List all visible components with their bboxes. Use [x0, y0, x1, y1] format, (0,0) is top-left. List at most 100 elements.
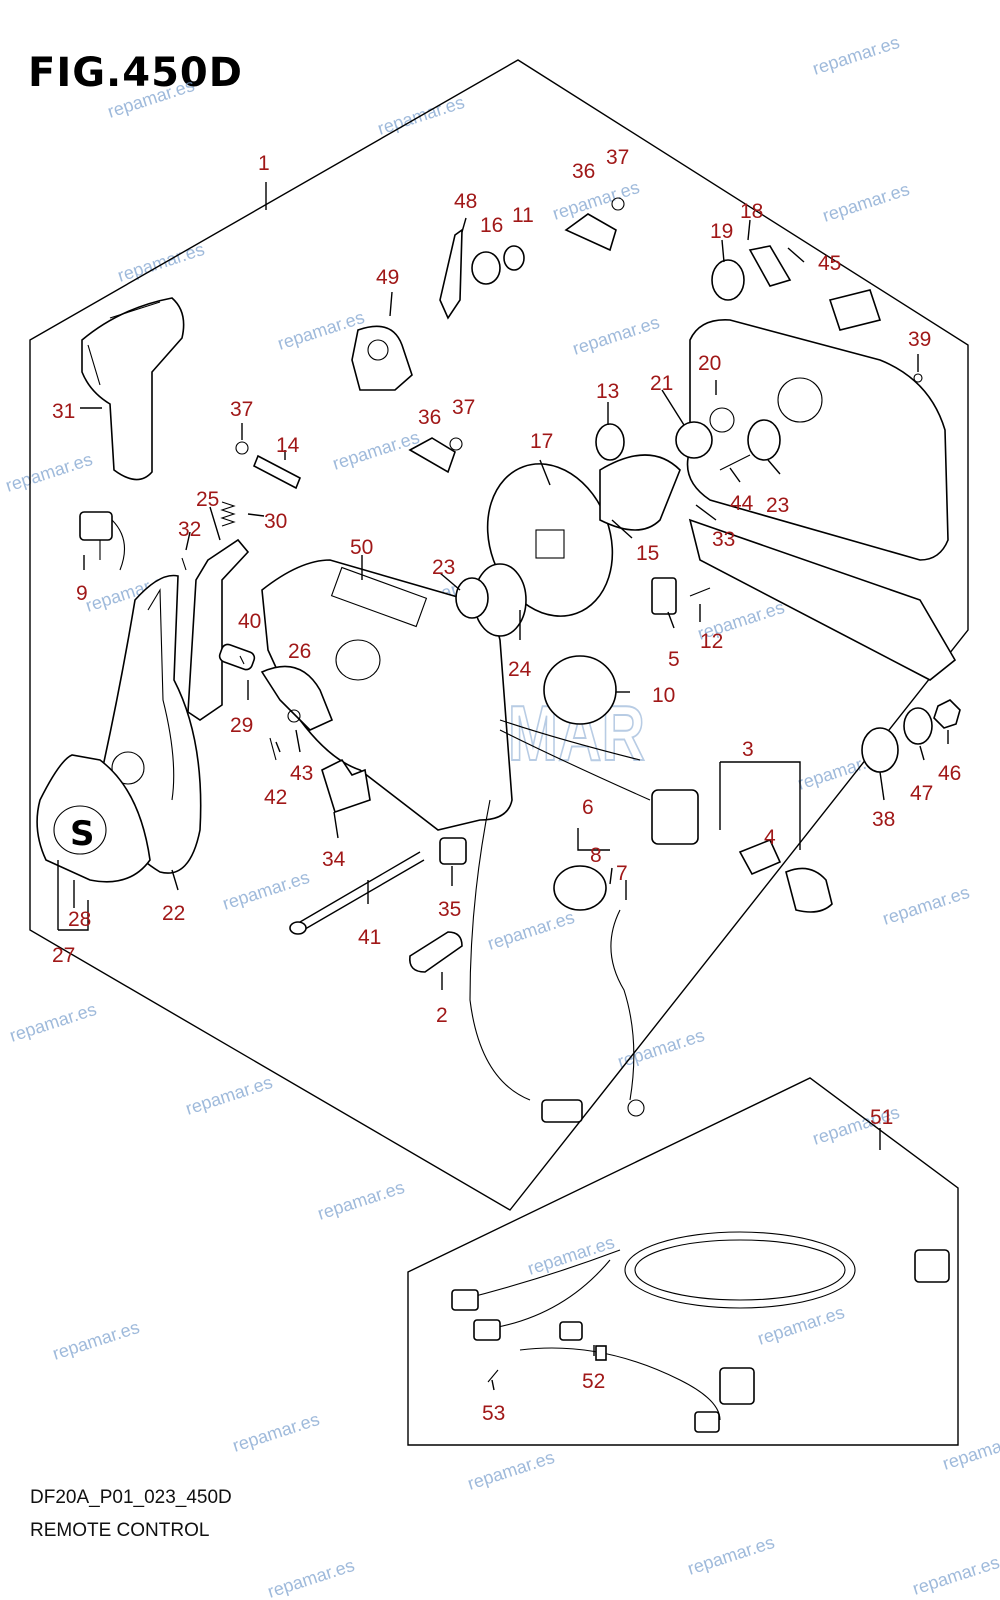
harness-screw [487, 1369, 499, 1383]
lanyard-clip [627, 1099, 645, 1117]
o-ring [709, 407, 735, 433]
callout-1: 1 [258, 152, 270, 175]
e-clip-lower [449, 437, 463, 451]
watermark: repamar.es [685, 1532, 777, 1579]
rubber-pad [408, 931, 463, 973]
harness-connector-e [694, 1411, 720, 1433]
watermark: repamar.es [330, 427, 422, 474]
screw-39 [913, 373, 923, 383]
callout-19: 19 [710, 220, 733, 243]
watermark: repamar.es [105, 75, 197, 122]
callout-37-upper: 37 [606, 146, 629, 169]
callouts: 1 2 3 4 5 6 7 8 9 10 11 12 13 14 15 16 1… [52, 146, 961, 1425]
callout-22: 22 [162, 902, 185, 925]
emblem-ring [53, 805, 107, 855]
remote-control-housing [261, 559, 513, 831]
callout-5: 5 [668, 648, 680, 671]
washer-right [747, 419, 781, 461]
callout-36-lower: 36 [418, 406, 441, 429]
callout-29: 29 [230, 714, 253, 737]
callout-28: 28 [68, 908, 91, 931]
lever-pivot [111, 751, 145, 785]
thrust-washer [455, 577, 489, 619]
callout-34: 34 [322, 848, 346, 871]
callout-3: 3 [742, 738, 754, 761]
harness-loop-inner [634, 1239, 846, 1301]
lever-block [828, 289, 882, 331]
watermark: repamar.es [183, 1072, 275, 1119]
switch-screw [689, 587, 711, 597]
callout-37-middle: 37 [452, 396, 475, 419]
watermark: repamar.es [810, 32, 902, 79]
adjust-screw [719, 454, 751, 471]
watermark: repamar.es [50, 1317, 142, 1364]
lever-bracket [187, 538, 250, 721]
callout-15: 15 [636, 542, 659, 565]
watermark: repamar.es [755, 1302, 847, 1349]
callout-23-right: 23 [766, 494, 789, 517]
long-screw [299, 851, 425, 933]
cable-end [564, 213, 617, 252]
callout-16: 16 [480, 214, 503, 237]
callout-40: 40 [238, 610, 261, 633]
callout-49: 49 [376, 266, 399, 289]
callout-36-upper: 36 [572, 160, 595, 183]
screw-head [289, 921, 307, 935]
callout-13: 13 [596, 380, 619, 403]
watermark: repamar.es [820, 179, 912, 226]
watermark: repamar.es [525, 1232, 617, 1279]
harness-connector-a [451, 1289, 479, 1311]
watermark: repamar.es [465, 1447, 557, 1494]
watermark: repamar.es [910, 1552, 1000, 1599]
watermark: repamar.es [275, 307, 367, 354]
throttle-cam [351, 325, 413, 391]
harness-connector-d [719, 1367, 755, 1405]
throttle-lever-pin [439, 228, 463, 320]
nut [933, 699, 961, 729]
callout-39: 39 [908, 328, 931, 351]
callout-31: 31 [52, 400, 75, 423]
callout-6: 6 [582, 796, 594, 819]
harness-connector-c [559, 1321, 583, 1341]
stop-switch [553, 865, 607, 911]
callout-7: 7 [616, 862, 628, 885]
bushing [471, 251, 501, 285]
housing-shaft-boss [335, 639, 381, 681]
callout-10: 10 [652, 684, 675, 707]
callout-35: 35 [438, 898, 461, 921]
callout-51: 51 [870, 1106, 893, 1129]
callout-2: 2 [436, 1004, 448, 1027]
watermark: repamar.es [570, 312, 662, 359]
watermark: repamar.es [7, 999, 99, 1046]
harness-assembly-frame [407, 1077, 959, 1446]
leader-lines [57, 182, 949, 1391]
watermark: repamar.es [315, 1177, 407, 1224]
harness-connector-main [914, 1249, 950, 1283]
harness-loop [624, 1231, 856, 1309]
key-cap [785, 867, 833, 913]
housing-connector [541, 1099, 583, 1123]
diagram-code: DF20A_P01_023_450D [30, 1487, 232, 1508]
pin [252, 454, 302, 490]
fuse [595, 1345, 607, 1361]
cable-end-lower [408, 437, 456, 474]
callout-8: 8 [590, 844, 602, 867]
washer [503, 245, 525, 271]
spring [220, 501, 236, 527]
handle-grip [81, 297, 185, 481]
housing-label-area [330, 566, 428, 628]
e-clip [235, 441, 249, 455]
callout-20: 20 [698, 352, 721, 375]
watermark: repamar.es [220, 867, 312, 914]
callout-14: 14 [276, 434, 300, 457]
watermark: repamar.es [230, 1409, 322, 1456]
shift-cam-square-hole [535, 529, 565, 559]
callout-30: 30 [264, 510, 287, 533]
knob-base [675, 421, 713, 459]
watermark: repamar.es [3, 449, 95, 496]
buzzer [543, 655, 617, 725]
slider-clip [439, 837, 467, 865]
side-cover-boss [777, 377, 823, 423]
callout-43: 43 [290, 762, 313, 785]
shift-arm [599, 454, 681, 531]
